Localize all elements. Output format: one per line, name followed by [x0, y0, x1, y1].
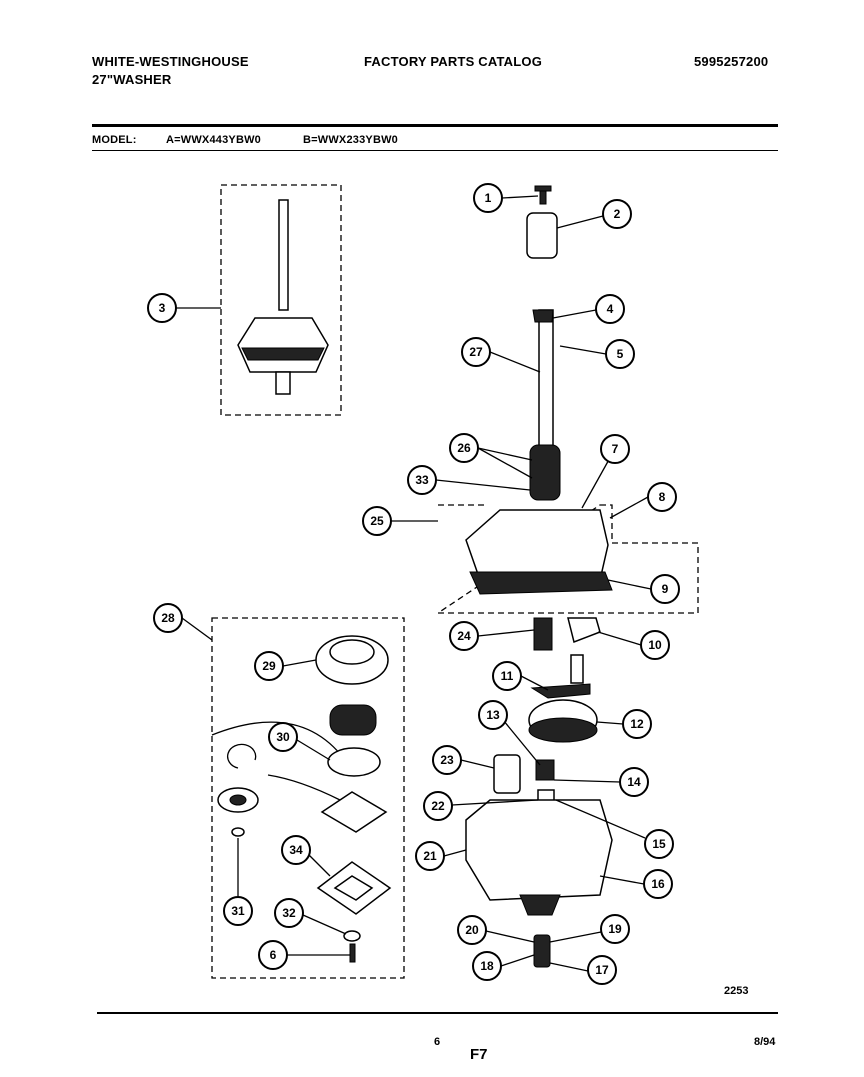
svg-text:24: 24 [457, 629, 471, 643]
svg-text:33: 33 [415, 473, 429, 487]
svg-text:34: 34 [289, 843, 303, 857]
callout-27: 27 [461, 337, 491, 367]
figure-label: F7 [470, 1046, 488, 1063]
transmission-cover-box [435, 504, 699, 614]
svg-text:11: 11 [501, 669, 514, 683]
callout-17: 17 [587, 955, 617, 985]
page-number: 6 [434, 1036, 441, 1048]
svg-text:23: 23 [440, 753, 454, 767]
svg-text:7: 7 [612, 442, 619, 456]
svg-text:21: 21 [423, 849, 437, 863]
agitator-assembly-drawing [237, 199, 329, 395]
agitator-assembly-box [220, 184, 342, 416]
catalog-title: FACTORY PARTS CATALOG [364, 54, 543, 69]
callout-3: 3 [147, 293, 177, 323]
callout-19: 19 [600, 914, 630, 944]
callout-30: 30 [268, 722, 298, 752]
svg-text:32: 32 [282, 906, 296, 920]
callout-15: 15 [644, 829, 674, 859]
part-2-cap-drawing [526, 212, 558, 259]
model-a: A=WWX443YBW0 [166, 134, 262, 146]
callout-12: 12 [622, 709, 652, 739]
callout-33: 33 [407, 465, 437, 495]
model-b: B=WWX233YBW0 [303, 134, 399, 146]
header-rule [92, 124, 778, 127]
callout-7: 7 [600, 434, 630, 464]
callout-2: 2 [602, 199, 632, 229]
product-name: 27"WASHER [92, 72, 172, 87]
print-date: 8/94 [754, 1036, 776, 1048]
callout-5: 5 [605, 339, 635, 369]
part-1-screw-drawing [534, 185, 552, 205]
svg-text:15: 15 [652, 837, 666, 851]
svg-text:17: 17 [595, 963, 609, 977]
catalog-number: 5995257200 [694, 54, 769, 69]
bearing-kit-box [211, 617, 405, 979]
callout-26: 26 [449, 433, 479, 463]
svg-text:14: 14 [627, 775, 641, 789]
callout-14: 14 [619, 767, 649, 797]
svg-text:30: 30 [276, 730, 290, 744]
svg-text:3: 3 [159, 301, 166, 315]
figure-code: 2253 [724, 985, 749, 997]
svg-text:22: 22 [431, 799, 445, 813]
callout-31: 31 [223, 896, 253, 926]
svg-text:29: 29 [262, 659, 276, 673]
callout-4: 4 [595, 294, 625, 324]
callout-28: 28 [153, 603, 183, 633]
callout-32: 32 [274, 898, 304, 928]
svg-text:26: 26 [457, 441, 471, 455]
svg-text:5: 5 [617, 347, 624, 361]
callout-25: 25 [362, 506, 392, 536]
svg-text:2: 2 [614, 207, 621, 221]
model-rule [92, 150, 778, 151]
svg-text:6: 6 [270, 948, 277, 962]
callout-24: 24 [449, 621, 479, 651]
kit-parts-drawing [217, 635, 392, 963]
svg-text:27: 27 [469, 345, 483, 359]
svg-text:20: 20 [465, 923, 479, 937]
callout-13: 13 [478, 700, 508, 730]
callout-11: 11 [492, 661, 522, 691]
svg-text:25: 25 [370, 514, 384, 528]
svg-text:16: 16 [651, 877, 665, 891]
callout-21: 21 [415, 841, 445, 871]
svg-text:9: 9 [662, 582, 669, 596]
callout-20: 20 [457, 915, 487, 945]
callout-8: 8 [647, 482, 677, 512]
callout-22: 22 [423, 791, 453, 821]
svg-text:19: 19 [608, 922, 622, 936]
svg-text:10: 10 [648, 638, 662, 652]
callout-10: 10 [640, 630, 670, 660]
svg-text:8: 8 [659, 490, 666, 504]
brand-name: WHITE-WESTINGHOUSE [92, 54, 249, 69]
svg-text:31: 31 [231, 904, 245, 918]
callout-29: 29 [254, 651, 284, 681]
leader-lines [176, 195, 652, 972]
footer-rule [97, 1012, 778, 1014]
svg-text:1: 1 [485, 191, 492, 205]
callout-34: 34 [281, 835, 311, 865]
callout-16: 16 [643, 869, 673, 899]
svg-text:18: 18 [480, 959, 494, 973]
callout-23: 23 [432, 745, 462, 775]
kit-inner-line [267, 774, 341, 801]
callout-18: 18 [472, 951, 502, 981]
svg-text:28: 28 [161, 611, 175, 625]
callout-6: 6 [258, 940, 288, 970]
callout-9: 9 [650, 574, 680, 604]
model-label: MODEL: [92, 134, 137, 146]
callout-1: 1 [473, 183, 503, 213]
svg-text:12: 12 [630, 717, 644, 731]
svg-text:13: 13 [486, 708, 500, 722]
svg-text:4: 4 [607, 302, 614, 316]
transmission-stack-drawing [465, 309, 613, 968]
